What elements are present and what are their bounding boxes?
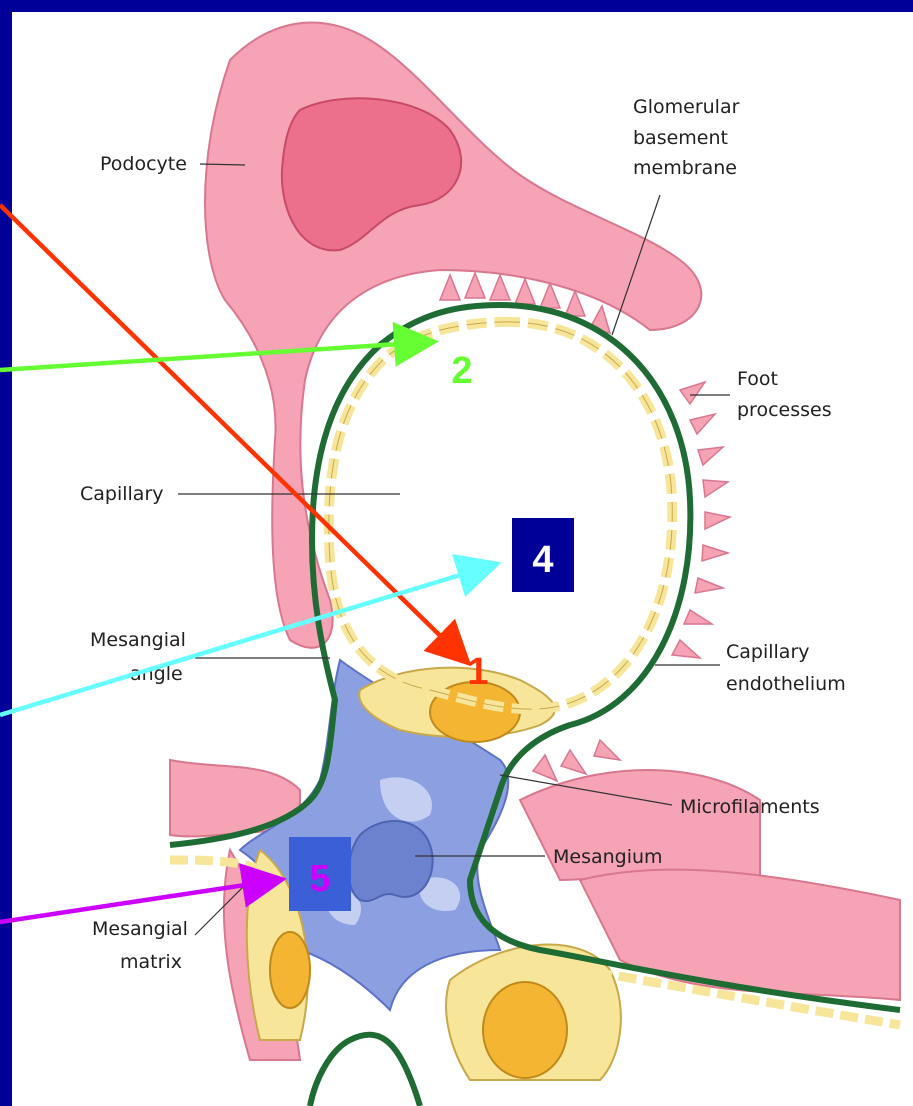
label-mesangium: Mesangium (553, 846, 663, 868)
marker-2: 2 (451, 350, 472, 392)
lower-endothelial-nucleus (483, 982, 567, 1078)
label-gbm-3: membrane (633, 157, 737, 179)
capillary-lumen (324, 320, 676, 713)
label-endothelium-1: Capillary (726, 641, 810, 663)
label-gbm-1: Glomerular (633, 96, 740, 118)
label-endothelium-2: endothelium (726, 673, 846, 695)
label-foot-1: Foot (737, 368, 778, 390)
marker-5: 5 (309, 858, 330, 900)
glomerular-basement-membrane-lower (310, 1035, 420, 1106)
label-mesangial-matrix-2: matrix (120, 951, 182, 973)
label-mesangial-angle-1: Mesangial (90, 629, 186, 651)
label-microfilaments: Microfilaments (680, 796, 820, 818)
label-mesangial-matrix-1: Mesangial (92, 918, 188, 940)
label-foot-2: processes (737, 399, 832, 421)
lower-endothelial-nucleus (270, 932, 310, 1008)
label-gbm-2: basement (633, 127, 728, 149)
marker-1: 1 (467, 651, 488, 693)
marker-4: 4 (532, 539, 553, 581)
mesangial-nucleus (349, 821, 433, 901)
lower-endothelium-dashes (170, 860, 260, 870)
label-capillary: Capillary (80, 483, 164, 505)
label-podocyte: Podocyte (100, 153, 187, 175)
